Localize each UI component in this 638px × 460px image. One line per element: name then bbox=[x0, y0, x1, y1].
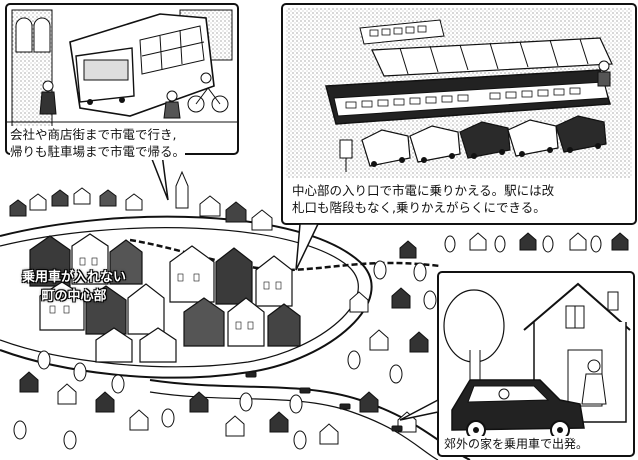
tram-caption: 会社や商店街まで市電で行き, 帰りも駐車場まで市電で帰る。 bbox=[10, 126, 186, 160]
tram-caption-line2: 帰りも駐車場まで市電で帰る。 bbox=[10, 144, 186, 159]
tram-panel bbox=[5, 3, 239, 201]
home-panel bbox=[399, 271, 635, 457]
station-panel bbox=[281, 3, 637, 271]
station-caption-line1: 中心部の入り口で市電に乗りかえる。駅には改 bbox=[292, 183, 555, 198]
tram-caption-line1: 会社や商店街まで市電で行き, bbox=[10, 127, 177, 142]
center-label: 乗用車が入れない 町の中心部 bbox=[22, 268, 126, 306]
home-caption: 郊外の家を乗用車で出発。 bbox=[444, 436, 589, 453]
center-label-line2: 町の中心部 bbox=[41, 289, 107, 304]
station-caption-line2: 札口も階段もなく,乗りかえがらくにできる。 bbox=[292, 200, 546, 215]
center-label-line1: 乗用車が入れない bbox=[22, 270, 127, 285]
station-caption: 中心部の入り口で市電に乗りかえる。駅には改 札口も階段もなく,乗りかえがらくにで… bbox=[292, 182, 555, 216]
